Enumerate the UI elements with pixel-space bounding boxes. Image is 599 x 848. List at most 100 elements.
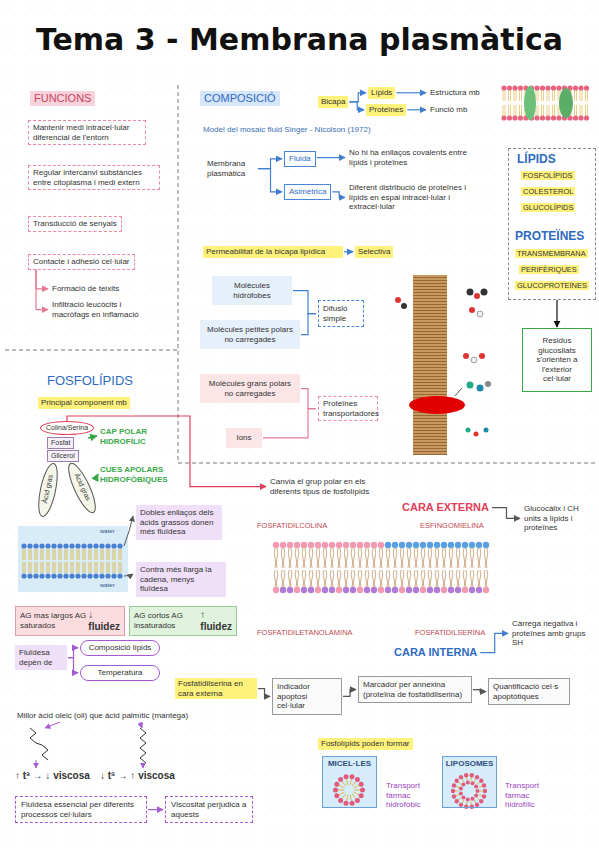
label-text: Funció mb	[430, 105, 467, 115]
drawing-stroke	[89, 562, 90, 573]
drawing-stroke	[414, 548, 418, 568]
drawing-stroke	[329, 542, 335, 548]
drawing-stroke	[519, 105, 520, 116]
membrane-transport-figure	[395, 275, 491, 455]
drawing-stroke	[400, 548, 404, 568]
process-box: Asimètrica	[284, 184, 331, 200]
drawing-stroke	[420, 542, 426, 548]
drawing-stroke	[364, 587, 370, 593]
drawing-stroke	[441, 587, 447, 593]
drawing-stroke	[87, 573, 92, 578]
drawing-stroke	[351, 548, 355, 568]
drawing-stroke	[501, 85, 506, 90]
highlight-box: Fosfolípids poden formar	[318, 738, 413, 750]
head-ellipse: Colina/Serina	[40, 421, 94, 435]
drawing-stroke	[113, 562, 114, 573]
drawing-stroke	[587, 105, 588, 116]
drawing-stroke	[51, 543, 56, 548]
drawing-stroke	[584, 85, 589, 90]
note-text-box: Estructura mb	[428, 87, 482, 99]
drawing-stroke	[316, 548, 320, 568]
drawing-stroke	[117, 573, 122, 578]
drawing-stroke	[274, 570, 278, 587]
drawing-stroke	[43, 562, 44, 573]
drawing-stroke	[95, 549, 96, 560]
drawing-stroke	[85, 549, 86, 560]
label-text: Principal component mb	[41, 398, 127, 408]
drawing-stroke	[71, 549, 72, 560]
drawing-stroke	[49, 549, 50, 560]
drawing-stroke	[51, 573, 56, 578]
drawing-stroke	[508, 90, 509, 101]
drawing-stroke	[540, 85, 545, 90]
drawing-stroke	[23, 549, 24, 560]
drawing-stroke	[358, 570, 362, 587]
drawing-stroke	[119, 549, 120, 560]
drawing-stroke	[23, 562, 24, 573]
note-text-box: No hi ha enllaços covalents entre lípids…	[347, 147, 472, 168]
drawing-stroke	[334, 782, 339, 787]
drawing-stroke	[458, 782, 461, 784]
connector	[492, 508, 520, 519]
drawing-stroke	[105, 573, 110, 578]
drawing-stroke	[455, 791, 459, 792]
drawing-stroke	[99, 543, 104, 548]
drawing-stroke	[452, 783, 456, 787]
drawing-stroke	[503, 105, 504, 116]
drawing-stroke	[97, 549, 98, 560]
drawing-stroke	[421, 570, 425, 587]
drawing-stroke	[65, 549, 66, 560]
drawing-stroke	[464, 805, 468, 809]
label-text: No hi ha enllaços covalents entre lípids…	[349, 148, 470, 167]
drawing-stroke	[47, 549, 48, 560]
drawing-stroke	[451, 789, 455, 793]
drawing-stroke	[103, 549, 104, 560]
drawing-stroke	[75, 543, 80, 548]
drawing-stroke	[357, 542, 363, 548]
label-text: Selectiva	[358, 247, 390, 257]
dashed-box: Transducció de senyals	[28, 216, 122, 232]
label-text: Colina/Serina	[46, 424, 88, 432]
drawing-stroke	[91, 549, 92, 560]
label-text: PERIFÈRIQUES	[521, 265, 577, 274]
drawing-stroke	[99, 573, 104, 578]
micelle-liposome-pictures	[322, 756, 497, 809]
note-box: Fluïdesa depèn de	[15, 645, 67, 670]
drawing-stroke	[576, 105, 577, 116]
drawing-stroke	[39, 573, 44, 578]
label-text: Fosfolípids poden formar	[321, 739, 410, 749]
label-text: Fluïdesa essencial per diferents process…	[21, 800, 141, 819]
note-text-box: Transport fàrmac hidrofòbic	[384, 780, 434, 811]
drawing-stroke	[339, 792, 344, 795]
phospholipid-sketch	[35, 436, 100, 518]
step-box: Quantificació cel·s apoptòtiques	[488, 678, 570, 705]
label-text: Fluïdesa depèn de	[19, 648, 63, 667]
drawing-stroke	[484, 570, 488, 587]
drawing-stroke	[442, 570, 446, 587]
label-text: Molècules grans polars no carregades	[204, 379, 296, 398]
drawing-stroke	[582, 105, 583, 116]
drawing-stroke	[309, 570, 313, 587]
label-text: Mantenir medi intracel·lular diferencial…	[33, 123, 141, 142]
drawing-stroke	[365, 548, 369, 568]
label-text: Estructura mb	[430, 88, 480, 98]
step-box: Indicador apoptosi cel·lular	[272, 678, 342, 715]
drawing-stroke	[288, 570, 292, 587]
drawing-stroke	[456, 795, 459, 796]
drawing-stroke	[37, 549, 38, 560]
drawing-stroke	[475, 775, 479, 779]
drawing-stroke	[549, 105, 550, 116]
highlight-box: Proteïnes	[366, 104, 406, 116]
drawing-stroke	[347, 795, 348, 801]
drawing-stroke	[516, 90, 517, 101]
drawing-stroke	[507, 115, 512, 120]
drawing-stroke	[448, 542, 454, 548]
molecule-box: Ions	[226, 428, 262, 448]
drawing-stroke	[482, 783, 486, 787]
drawing-stroke	[538, 90, 539, 101]
drawing-stroke	[71, 562, 72, 573]
drawing-stroke	[79, 549, 80, 560]
drawing-stroke	[474, 800, 476, 803]
